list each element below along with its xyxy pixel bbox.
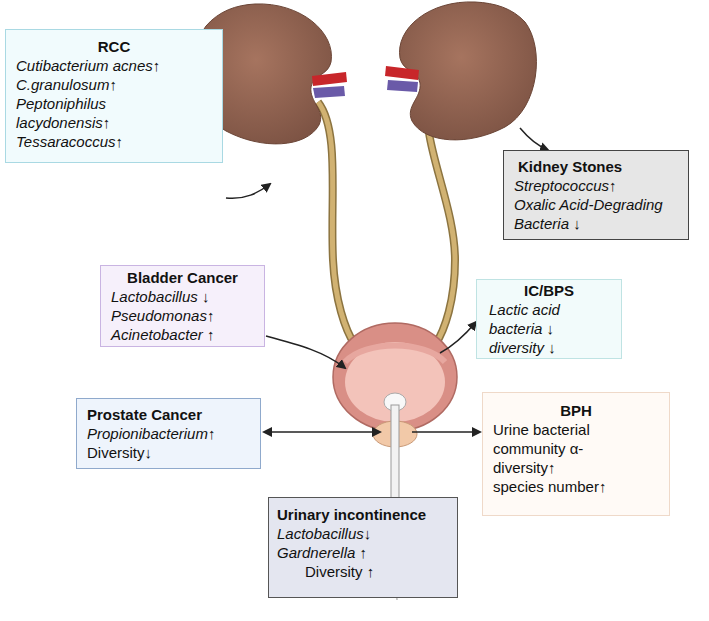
finding-line: Lactobacillus ↓ — [111, 287, 254, 306]
finding-line: C.granulosum↑ — [16, 75, 212, 94]
renal-vein — [387, 80, 418, 92]
renal-artery — [385, 66, 419, 80]
bph-box: BPHUrine bacterial community α-diversity… — [482, 392, 670, 516]
box-heading: BPH — [493, 401, 659, 420]
pointer-arrow — [226, 184, 270, 198]
finding-line: Diversity↓ — [87, 443, 250, 462]
finding-line: Propionibacterium↑ — [87, 424, 250, 443]
finding-line: Urine bacterial community α-diversity↑ — [493, 420, 623, 477]
pointer-arrow — [264, 431, 380, 433]
finding-line: Lactobacillus↓ — [277, 524, 449, 543]
renal-artery — [312, 72, 347, 86]
box-heading: Prostate Cancer — [87, 405, 250, 424]
box-heading: Kidney Stones — [518, 157, 678, 176]
finding-line: Pseudomonas↑ — [111, 306, 254, 325]
left-ureter — [318, 102, 355, 345]
finding-line: Streptococcus↑ — [514, 176, 678, 195]
finding-line: Diversity ↑ — [305, 562, 449, 581]
renal-vein — [313, 86, 345, 98]
pointer-arrow — [266, 336, 345, 368]
prostate-cancer-box: Prostate CancerPropionibacterium↑Diversi… — [76, 398, 261, 469]
finding-line: species number↑ — [493, 477, 659, 496]
ic-bps-box: IC/BPSLactic acid bacteria ↓diversity ↓ — [476, 279, 622, 359]
kidney-stones-box: Kidney StonesStreptococcus↑Oxalic Acid-D… — [503, 150, 689, 240]
pointer-arrow — [440, 322, 476, 353]
bladder-fold — [345, 346, 445, 363]
incontinence-box: Urinary incontinenceLactobacillus↓Gardne… — [268, 497, 458, 598]
right-kidney — [400, 2, 537, 140]
pointer-arrow — [412, 431, 480, 433]
box-heading: IC/BPS — [489, 281, 609, 300]
left-ureter-outline — [318, 102, 355, 345]
finding-line: Cutibacterium acnes↑ — [16, 56, 212, 75]
rcc-box: RCCCutibacterium acnes↑C.granulosum↑Pept… — [5, 29, 223, 163]
finding-line: Peptoniphilus lacydonensis↑ — [16, 94, 176, 132]
finding-line: Gardnerella ↑ — [277, 543, 449, 562]
finding-line: Tessaracoccus↑ — [16, 132, 212, 151]
box-heading: RCC — [16, 37, 212, 56]
pointer-arrow — [520, 128, 548, 150]
finding-line: Oxalic Acid-Degrading Bacteria ↓ — [514, 195, 678, 233]
box-heading: Bladder Cancer — [111, 268, 254, 287]
finding-line: diversity ↓ — [489, 338, 609, 357]
bladder-cancer-box: Bladder CancerLactobacillus ↓Pseudomonas… — [100, 265, 265, 347]
finding-line: Lactic acid bacteria ↓ — [489, 300, 599, 338]
box-heading: Urinary incontinence — [277, 505, 449, 524]
finding-line: Acinetobacter ↑ — [111, 325, 254, 344]
